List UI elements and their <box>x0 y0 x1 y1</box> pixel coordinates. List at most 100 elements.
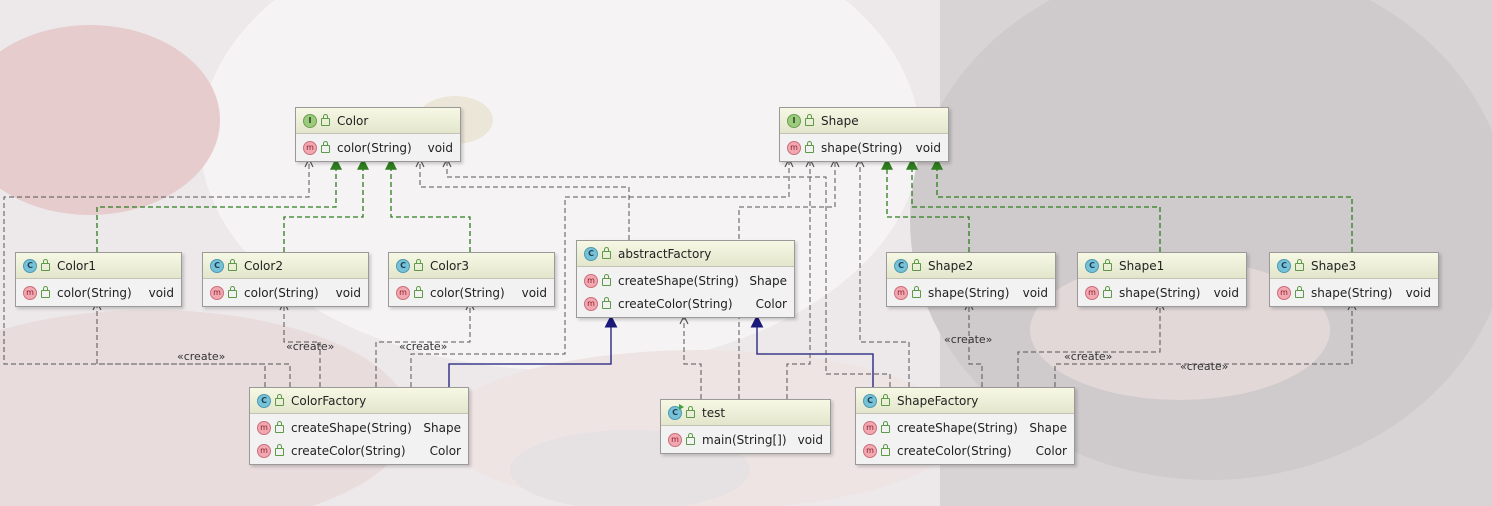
create-label: «create» <box>286 340 335 353</box>
method-row[interactable]: m shape(String) void <box>1270 281 1438 304</box>
method-row[interactable]: m shape(String) void <box>887 281 1055 304</box>
method-signature: createColor(String) <box>618 296 733 311</box>
node-title: Color3 <box>430 258 469 273</box>
method-icon: m <box>396 285 410 300</box>
interface-node-color[interactable]: I Color m color(String) void <box>295 107 461 162</box>
class-icon: C <box>23 258 37 273</box>
return-type: void <box>335 285 361 300</box>
method-signature: shape(String) <box>1311 285 1393 300</box>
class-node-shapefactory[interactable]: C ShapeFactory m createShape(String) Sha… <box>855 387 1075 465</box>
return-type: void <box>521 285 547 300</box>
return-type: Shape <box>749 273 787 288</box>
public-lock-icon <box>275 444 284 456</box>
static-method-icon: m <box>668 432 682 447</box>
class-node-shape3[interactable]: C Shape3 m shape(String) void <box>1269 252 1439 307</box>
method-icon: m <box>584 273 598 288</box>
method-row[interactable]: m color(String) void <box>296 136 460 159</box>
method-signature: color(String) <box>337 140 412 155</box>
method-row[interactable]: m createColor(String) Color <box>250 439 468 462</box>
method-signature: shape(String) <box>821 140 903 155</box>
return-type: void <box>1022 285 1048 300</box>
node-title: Shape3 <box>1311 258 1357 273</box>
public-lock-icon <box>881 394 890 406</box>
public-lock-icon <box>1295 286 1304 298</box>
class-node-test[interactable]: C test m main(String[]) void <box>660 399 831 454</box>
node-title: Shape2 <box>928 258 974 273</box>
return-type: Color <box>1035 443 1067 458</box>
node-title: abstractFactory <box>618 246 712 261</box>
method-icon: m <box>257 443 271 458</box>
method-signature: createShape(String) <box>618 273 739 288</box>
return-type: void <box>427 140 453 155</box>
public-lock-icon <box>228 259 237 271</box>
method-row[interactable]: m createShape(String) Shape <box>856 416 1074 439</box>
class-node-abstractfactory[interactable]: C abstractFactory m createShape(String) … <box>576 240 795 318</box>
return-type: Color <box>755 296 787 311</box>
method-icon: m <box>1085 285 1099 300</box>
class-icon: C <box>257 393 271 408</box>
public-lock-icon <box>1295 259 1304 271</box>
method-signature: createColor(String) <box>897 443 1012 458</box>
class-node-color3[interactable]: C Color3 m color(String) void <box>388 252 555 307</box>
method-signature: color(String) <box>244 285 319 300</box>
method-row[interactable]: m createColor(String) Color <box>856 439 1074 462</box>
interface-node-shape[interactable]: I Shape m shape(String) void <box>779 107 949 162</box>
return-type: Shape <box>423 420 461 435</box>
node-title: ShapeFactory <box>897 393 979 408</box>
method-icon: m <box>303 140 317 155</box>
method-signature: shape(String) <box>928 285 1010 300</box>
method-icon: m <box>787 140 801 155</box>
class-node-colorfactory[interactable]: C ColorFactory m createShape(String) Sha… <box>249 387 469 465</box>
public-lock-icon <box>321 114 330 126</box>
method-row[interactable]: m createColor(String) Color <box>577 292 794 315</box>
public-lock-icon <box>275 394 284 406</box>
create-label: «create» <box>1064 350 1113 363</box>
public-lock-icon <box>912 259 921 271</box>
node-title: Shape <box>821 113 859 128</box>
interface-icon: I <box>303 113 317 128</box>
method-row[interactable]: m shape(String) void <box>780 136 948 159</box>
method-signature: createShape(String) <box>291 420 412 435</box>
method-icon: m <box>863 443 877 458</box>
public-lock-icon <box>805 141 814 153</box>
method-signature: color(String) <box>57 285 132 300</box>
return-type: Color <box>429 443 461 458</box>
public-lock-icon <box>41 286 50 298</box>
method-signature: shape(String) <box>1119 285 1201 300</box>
method-row[interactable]: m color(String) void <box>16 281 181 304</box>
method-row[interactable]: m color(String) void <box>203 281 368 304</box>
public-lock-icon <box>1103 286 1112 298</box>
class-icon: C <box>584 246 598 261</box>
return-type: void <box>1405 285 1431 300</box>
node-title: Shape1 <box>1119 258 1165 273</box>
method-icon: m <box>894 285 908 300</box>
method-icon: m <box>584 296 598 311</box>
method-signature: createColor(String) <box>291 443 406 458</box>
public-lock-icon <box>602 297 611 309</box>
method-row[interactable]: m createShape(String) Shape <box>250 416 468 439</box>
class-node-shape1[interactable]: C Shape1 m shape(String) void <box>1077 252 1247 307</box>
class-node-color1[interactable]: C Color1 m color(String) void <box>15 252 182 307</box>
class-icon: C <box>1277 258 1291 273</box>
class-node-color2[interactable]: C Color2 m color(String) void <box>202 252 369 307</box>
class-icon: C <box>1085 258 1099 273</box>
create-label: «create» <box>1180 360 1229 373</box>
class-icon: C <box>863 393 877 408</box>
method-row[interactable]: m shape(String) void <box>1078 281 1246 304</box>
method-row[interactable]: m main(String[]) void <box>661 428 830 451</box>
method-row[interactable]: m createShape(String) Shape <box>577 269 794 292</box>
class-node-shape2[interactable]: C Shape2 m shape(String) void <box>886 252 1056 307</box>
class-icon: C <box>210 258 224 273</box>
return-type: void <box>1213 285 1239 300</box>
node-title: Color2 <box>244 258 283 273</box>
public-lock-icon <box>414 259 423 271</box>
public-lock-icon <box>805 114 814 126</box>
create-label: «create» <box>177 350 226 363</box>
node-title: ColorFactory <box>291 393 367 408</box>
public-lock-icon <box>602 274 611 286</box>
method-icon: m <box>23 285 37 300</box>
public-lock-icon <box>912 286 921 298</box>
public-lock-icon <box>881 444 890 456</box>
class-icon: C <box>396 258 410 273</box>
method-row[interactable]: m color(String) void <box>389 281 554 304</box>
